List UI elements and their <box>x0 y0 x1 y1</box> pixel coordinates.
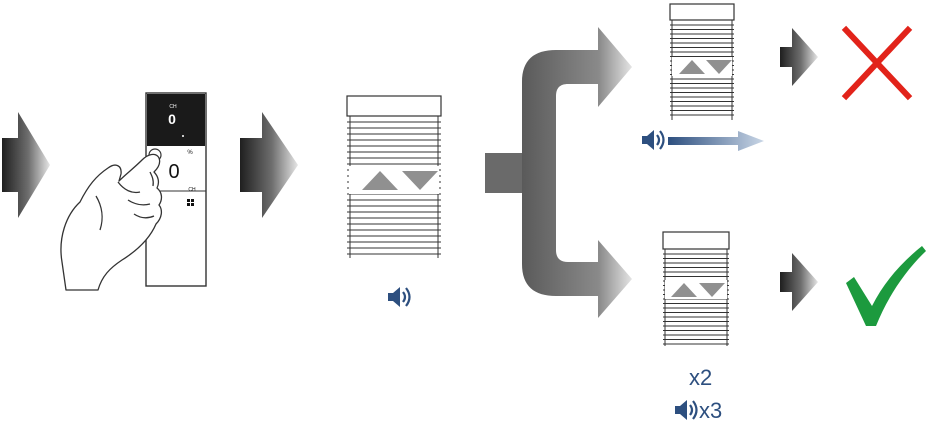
repeat-move-label: x2 <box>689 367 712 389</box>
result-arrow-success <box>780 253 818 311</box>
result-arrow-fail <box>780 28 818 86</box>
remote-percent-label: % <box>187 150 193 156</box>
sound-arrow <box>668 131 764 151</box>
blind-top <box>670 4 734 120</box>
step-arrow-1 <box>2 112 50 218</box>
connector-block <box>485 153 523 193</box>
fork-arrow <box>522 27 632 318</box>
speaker-icon <box>675 400 697 420</box>
speaker-icon <box>642 130 664 150</box>
speaker-icon <box>388 287 410 307</box>
step-arrow-2 <box>240 112 298 218</box>
remote-screen <box>147 94 205 146</box>
blind-center <box>347 96 441 258</box>
remote-wheel-value: 0 <box>168 161 179 183</box>
blind-bottom <box>663 232 729 346</box>
cross-icon <box>846 30 908 96</box>
remote-screen-label: CH <box>169 104 177 110</box>
remote-ch-label: CH <box>188 187 196 193</box>
repeat-beep-label: x3 <box>699 400 722 422</box>
checkmark-icon <box>846 246 926 326</box>
remote-screen-value: 0 <box>168 111 176 127</box>
